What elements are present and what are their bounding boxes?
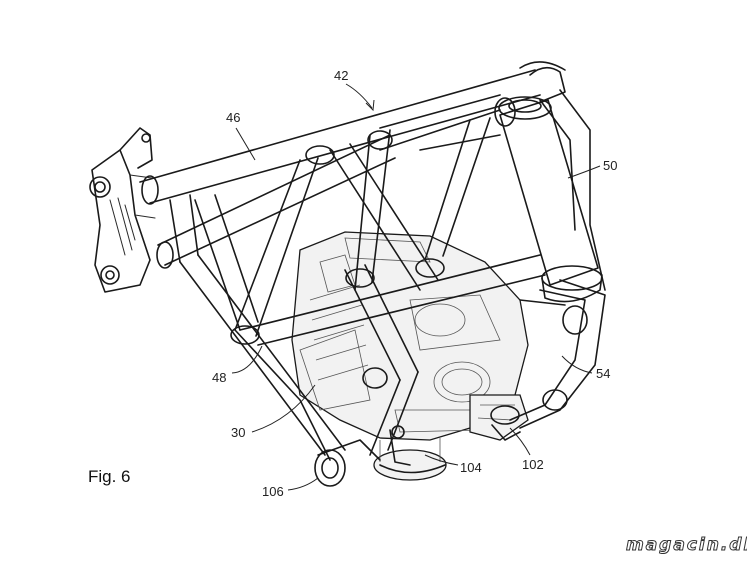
figure-caption: Fig. 6 [88, 467, 131, 486]
label-steering-head: 50 [603, 158, 617, 173]
label-mount-right: 102 [522, 457, 544, 472]
label-engine: 30 [231, 425, 245, 440]
label-frame: 42 [334, 68, 348, 83]
watermark: magacin.dk [626, 535, 747, 555]
label-mount-left: 106 [262, 484, 284, 499]
label-top-tube: 46 [226, 110, 240, 125]
label-down-tube: 48 [212, 370, 226, 385]
label-mount-center: 104 [460, 460, 482, 475]
top-tube [140, 70, 535, 182]
label-lower-rail: 54 [596, 366, 610, 381]
front-mount-bracket [90, 128, 155, 292]
steering-head [499, 62, 602, 302]
